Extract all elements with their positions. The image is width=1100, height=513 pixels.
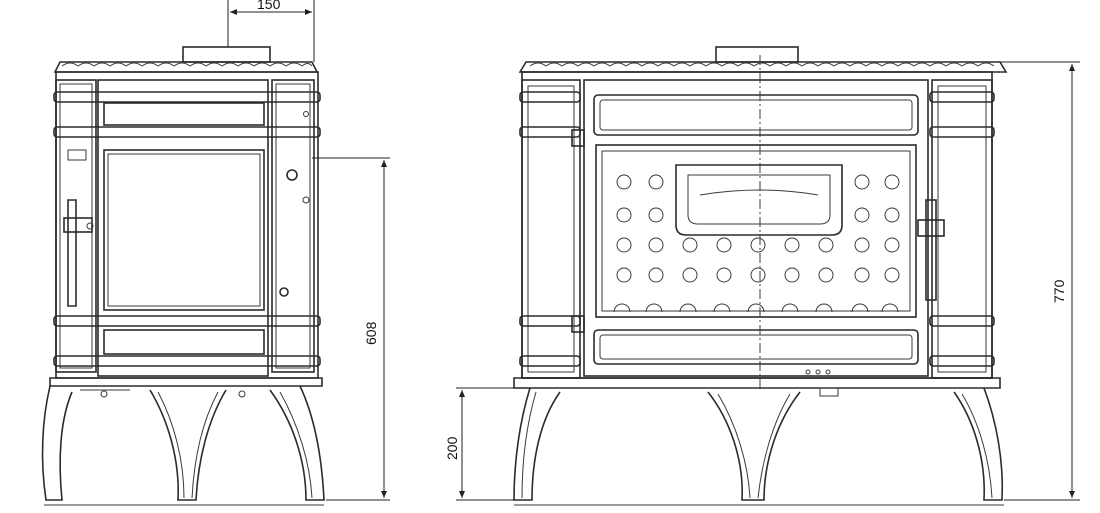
side-leg-center <box>149 389 227 501</box>
side-leg-right <box>269 385 325 501</box>
side-view <box>41 46 325 506</box>
dim-label-770: 770 <box>1051 279 1067 303</box>
body-front <box>521 71 993 379</box>
flue-collar-side <box>182 46 271 63</box>
flue-collar-front <box>715 46 799 63</box>
dimension-total-height: 770 <box>1000 61 1080 501</box>
front-leg-left <box>513 387 561 501</box>
lower-panel-front <box>593 329 919 365</box>
dimension-leg-height: 200 <box>444 387 530 501</box>
front-leg-right <box>953 387 1004 501</box>
upper-panel-front <box>593 94 919 136</box>
hinge-lower <box>571 315 585 333</box>
dim-label-200: 200 <box>444 436 460 460</box>
dimension-flue-offset: 150 <box>227 0 315 62</box>
side-handle <box>67 199 77 307</box>
side-door-panel <box>103 149 265 311</box>
hinge-upper <box>571 129 585 147</box>
grate-arch <box>675 164 843 236</box>
firebox-holes <box>613 174 900 313</box>
side-leg-left <box>41 385 73 501</box>
front-leg-center <box>707 391 801 501</box>
dimension-flue-height: 608 <box>312 157 390 501</box>
front-view <box>513 46 1008 506</box>
dim-label-608: 608 <box>363 321 379 345</box>
glass-window <box>595 144 917 318</box>
front-handle <box>925 199 937 301</box>
dim-label-150: 150 <box>257 0 281 12</box>
